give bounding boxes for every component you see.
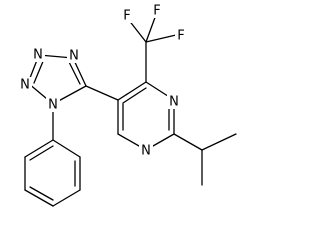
bond-ch-ch3a xyxy=(201,133,237,151)
atom-f1: F xyxy=(121,8,134,24)
bond-ph-4 xyxy=(24,189,54,207)
atom-f3-label: F xyxy=(177,29,184,44)
atom-f2-label: F xyxy=(153,4,160,19)
atom-labels: F F F N N N N N xyxy=(18,3,188,159)
bond-ph-1 xyxy=(52,139,81,158)
bond-ph-3 xyxy=(52,189,81,207)
atom-n-pyrimidine-1-label: N xyxy=(141,144,151,159)
bond-ph-4-double xyxy=(29,186,54,201)
atom-f3: F xyxy=(175,28,188,44)
atom-n-pyrimidine-3: N xyxy=(167,94,181,110)
atom-n-tetrazole-4: N xyxy=(67,48,81,64)
atom-n-tetrazole-4-label: N xyxy=(69,49,79,64)
bond-c5-c4 xyxy=(117,81,147,101)
atom-n-tetrazole-1-label: N xyxy=(48,98,58,113)
pyrimidine-ring xyxy=(117,81,175,151)
bond-c-f3 xyxy=(145,34,177,43)
bond-tz-c5-n4-double xyxy=(67,59,81,85)
atom-n-pyrimidine-1: N xyxy=(139,143,153,159)
bond-c2-ch xyxy=(173,133,203,151)
bond-ph-6 xyxy=(24,139,54,158)
atom-f2: F xyxy=(151,3,164,19)
atom-n-tetrazole-2: N xyxy=(18,77,32,93)
atom-n-tetrazole-3-label: N xyxy=(33,48,43,63)
bond-pyrimidine-tetrazole xyxy=(85,85,119,101)
phenyl-ring xyxy=(24,139,81,207)
atom-n-tetrazole-3: N xyxy=(31,47,45,63)
atom-n-tetrazole-2-label: N xyxy=(20,78,30,93)
atom-n-tetrazole-1: N xyxy=(46,97,60,113)
isopropyl-group xyxy=(173,133,237,186)
bond-ph-6-double xyxy=(29,145,54,161)
atom-n-pyrimidine-3-label: N xyxy=(169,95,179,110)
trifluoromethyl-group xyxy=(127,11,177,83)
bond-c5-c4-double xyxy=(122,87,147,104)
atom-f1-label: F xyxy=(123,9,130,24)
molecule-structure: F F F N N N N N xyxy=(18,3,237,207)
bond-tz-n3-n2-double xyxy=(33,58,45,84)
